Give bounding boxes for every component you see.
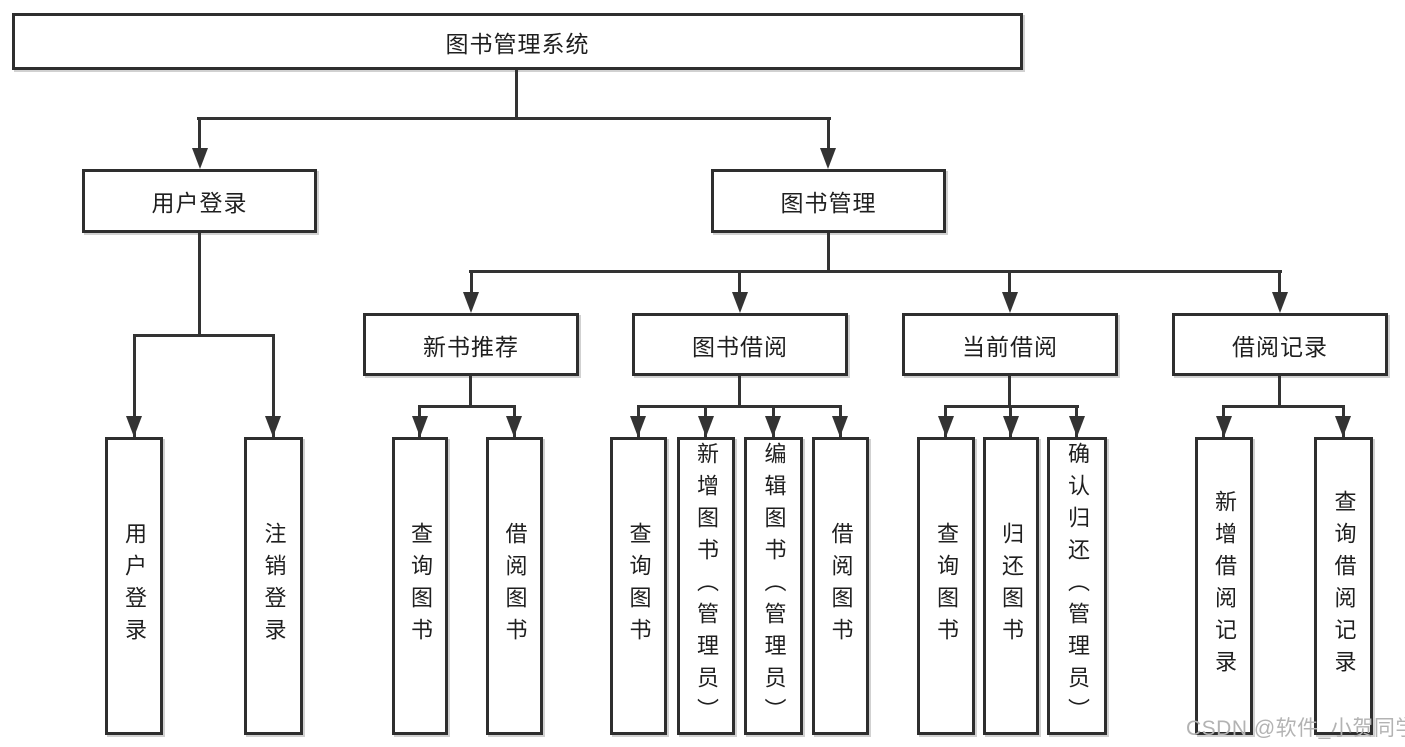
- arrowhead-down-icon: [1002, 292, 1018, 313]
- connector-vline: [1008, 376, 1011, 405]
- connector-vline: [198, 233, 201, 334]
- node-user-login: 用户登录: [82, 169, 317, 233]
- leaf-logout: 注销登录: [244, 437, 303, 735]
- leaf-query-books-recommend: 查询图书: [392, 437, 448, 735]
- arrowhead-down-icon: [126, 416, 142, 437]
- connector-vline: [1278, 376, 1281, 405]
- arrowhead-down-icon: [1272, 292, 1288, 313]
- connector-vline: [133, 337, 136, 437]
- connector-hline: [637, 405, 842, 408]
- csdn-watermark: CSDN @软件_小贺同学: [1186, 717, 1405, 740]
- node-root-label: 图书管理系统: [445, 30, 590, 57]
- leaf-edit-books-admin: 编辑图书（管理员）: [744, 437, 803, 735]
- leaf-add-borrow-record: 新增借阅记录: [1195, 437, 1253, 735]
- arrowhead-down-icon: [412, 416, 428, 437]
- arrowhead-down-icon: [1069, 416, 1085, 437]
- connector-hline: [133, 334, 275, 337]
- arrowhead-down-icon: [698, 416, 714, 437]
- leaf-user-login-label: 用户登录: [122, 522, 147, 650]
- connector-vline: [198, 120, 201, 150]
- node-current-borrowing: 当前借阅: [902, 313, 1118, 376]
- leaf-add-books-admin-label: 新增图书（管理员）: [694, 442, 719, 730]
- connector-vline: [272, 337, 275, 437]
- node-new-book-recommend-label: 新书推荐: [423, 333, 519, 360]
- node-root: 图书管理系统: [12, 13, 1023, 70]
- connector-vline: [470, 273, 473, 295]
- arrowhead-down-icon: [463, 292, 479, 313]
- connector-vline: [1278, 273, 1281, 295]
- node-book-management: 图书管理: [711, 169, 946, 233]
- leaf-borrow-books-recommend-label: 借阅图书: [502, 522, 528, 650]
- connector-hline: [197, 117, 831, 120]
- arrowhead-down-icon: [938, 416, 954, 437]
- arrowhead-down-icon: [1216, 416, 1232, 437]
- leaf-user-login: 用户登录: [105, 437, 163, 735]
- leaf-query-books-borrowing: 查询图书: [610, 437, 667, 735]
- connector-vline: [738, 273, 741, 295]
- connector-vline: [827, 233, 830, 270]
- leaf-query-books-recommend-label: 查询图书: [408, 522, 433, 650]
- node-current-borrowing-label: 当前借阅: [962, 333, 1058, 360]
- connector-vline: [738, 376, 741, 405]
- connector-vline: [827, 120, 830, 150]
- leaf-confirm-return-admin: 确认归还（管理员）: [1047, 437, 1107, 735]
- node-book-borrowing-label: 图书借阅: [692, 333, 788, 360]
- leaf-return-books: 归还图书: [983, 437, 1039, 735]
- arrowhead-down-icon: [832, 416, 848, 437]
- leaf-borrow-books-borrowing-label: 借阅图书: [828, 522, 854, 650]
- arrowhead-down-icon: [506, 416, 522, 437]
- connector-vline: [469, 376, 472, 405]
- leaf-query-borrow-record: 查询借阅记录: [1314, 437, 1373, 735]
- node-book-borrowing: 图书借阅: [632, 313, 848, 376]
- arrowhead-down-icon: [732, 292, 748, 313]
- leaf-add-borrow-record-label: 新增借阅记录: [1212, 490, 1237, 682]
- node-borrowing-records-label: 借阅记录: [1232, 333, 1328, 360]
- leaf-query-books-borrowing-label: 查询图书: [626, 522, 652, 650]
- node-new-book-recommend: 新书推荐: [363, 313, 579, 376]
- arrowhead-down-icon: [765, 416, 781, 437]
- arrowhead-down-icon: [192, 148, 208, 169]
- leaf-query-books-current-label: 查询图书: [934, 522, 959, 650]
- arrowhead-down-icon: [265, 416, 281, 437]
- leaf-logout-label: 注销登录: [261, 522, 287, 650]
- connector-hline: [469, 270, 1282, 273]
- connector-vline: [515, 70, 518, 117]
- leaf-borrow-books-recommend: 借阅图书: [486, 437, 543, 735]
- arrowhead-down-icon: [820, 148, 836, 169]
- connector-hline: [1222, 405, 1345, 408]
- leaf-return-books-label: 归还图书: [999, 522, 1024, 650]
- leaf-query-books-current: 查询图书: [917, 437, 975, 735]
- leaf-confirm-return-admin-label: 确认归还（管理员）: [1065, 442, 1090, 730]
- arrowhead-down-icon: [630, 416, 646, 437]
- node-user-login-label: 用户登录: [151, 190, 248, 216]
- leaf-add-books-admin: 新增图书（管理员）: [677, 437, 735, 735]
- arrowhead-down-icon: [1003, 416, 1019, 437]
- arrowhead-down-icon: [1335, 416, 1351, 437]
- leaf-borrow-books-borrowing: 借阅图书: [812, 437, 869, 735]
- node-borrowing-records: 借阅记录: [1172, 313, 1388, 376]
- leaf-edit-books-admin-label: 编辑图书（管理员）: [761, 442, 787, 730]
- node-book-management-label: 图书管理: [780, 190, 877, 216]
- connector-vline: [1008, 273, 1011, 295]
- connector-hline: [418, 405, 516, 408]
- leaf-query-borrow-record-label: 查询借阅记录: [1331, 490, 1357, 682]
